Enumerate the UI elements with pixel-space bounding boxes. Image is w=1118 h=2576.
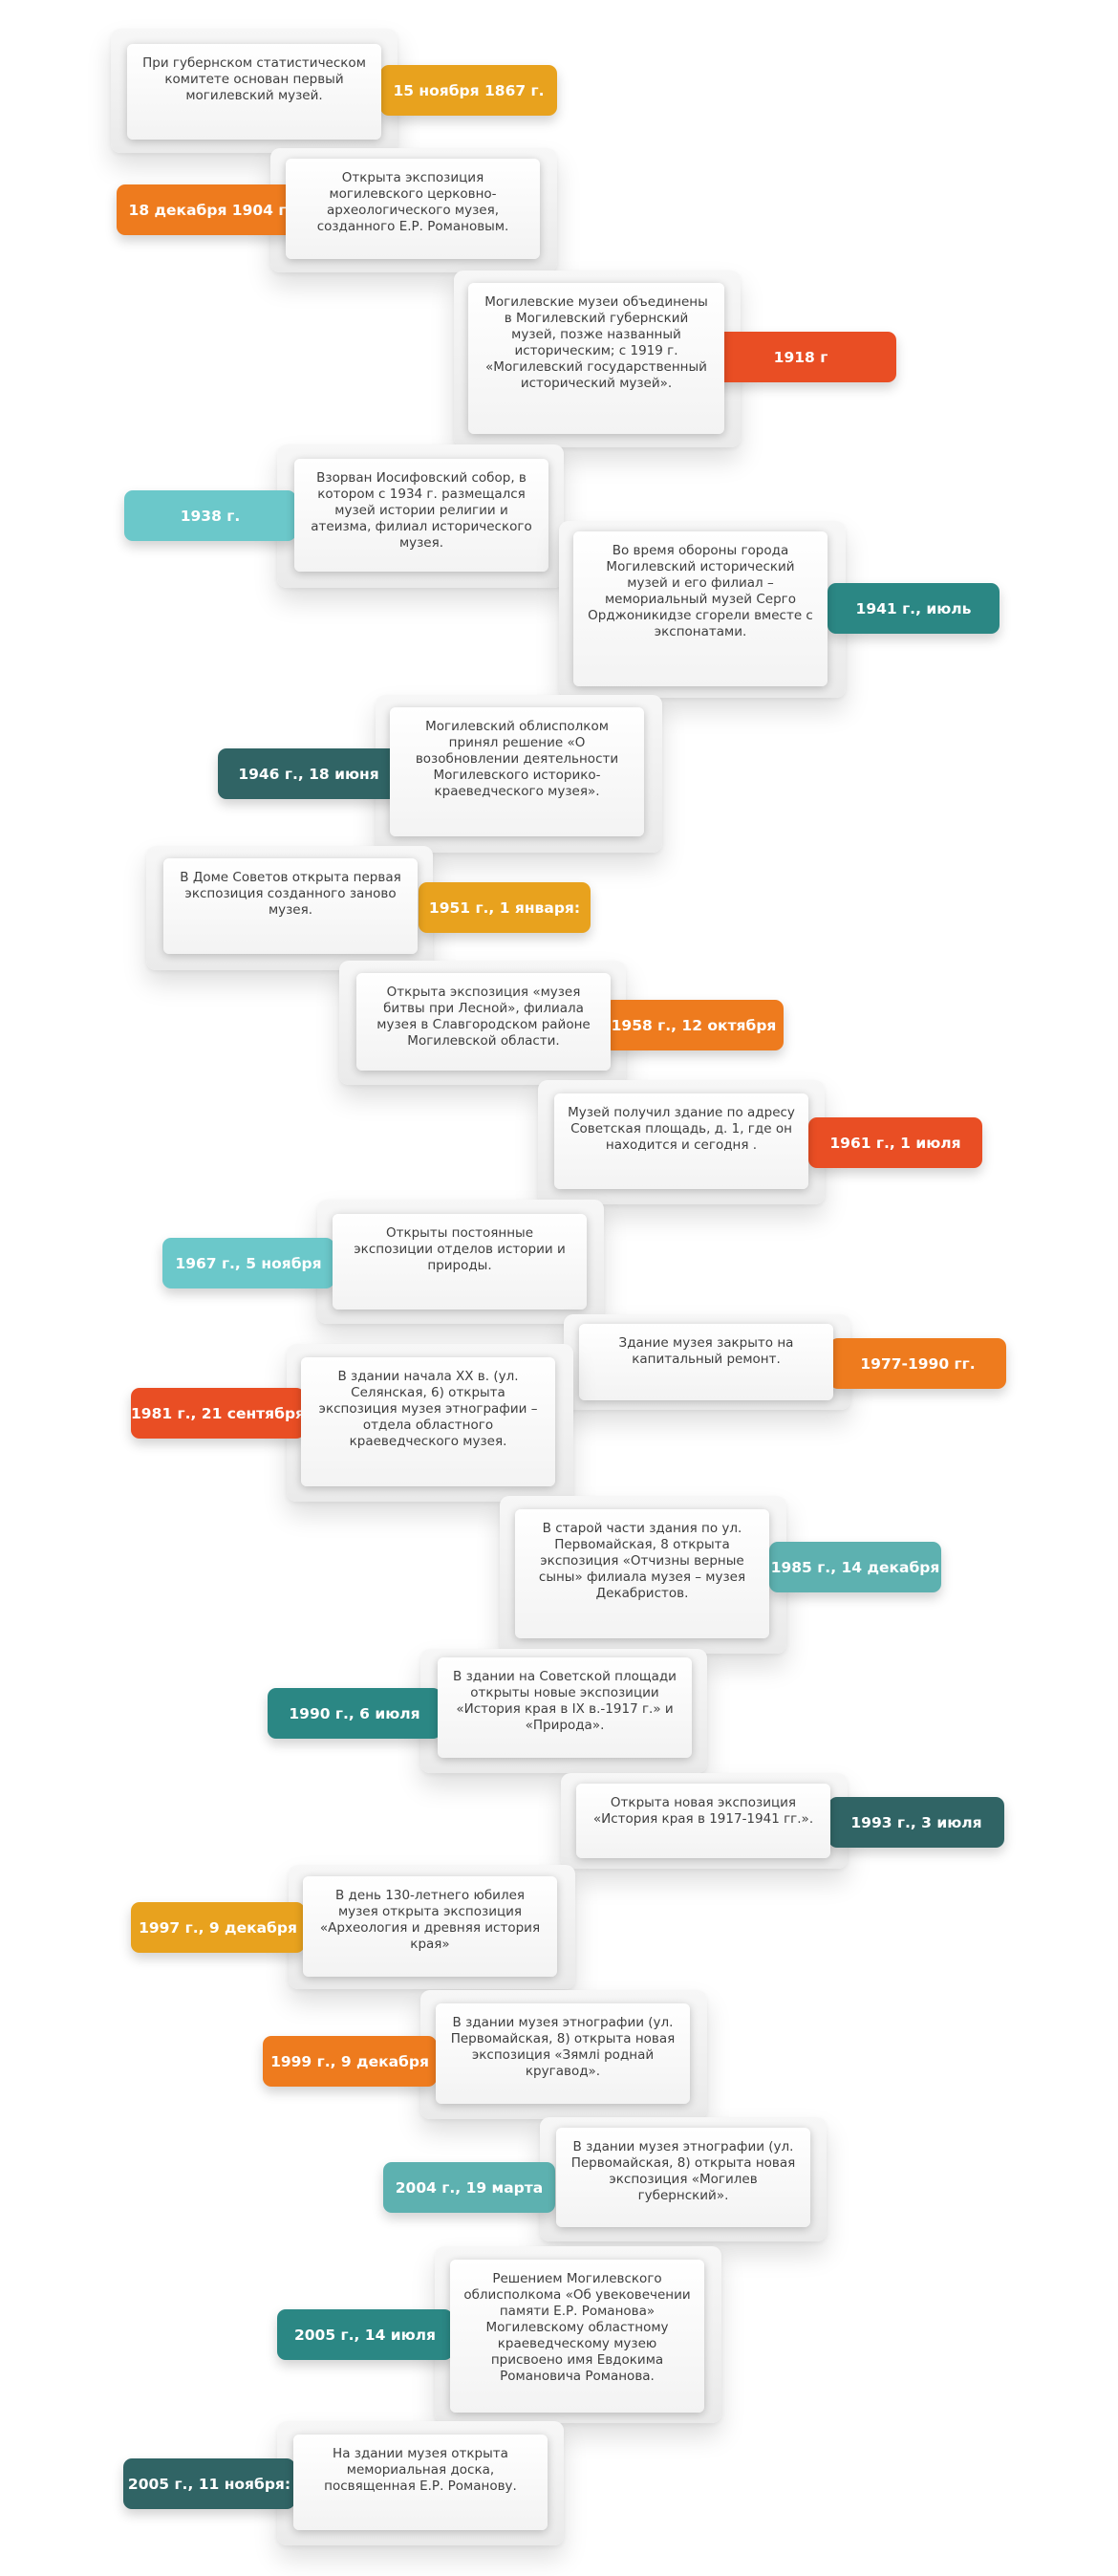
event-date-label: 1981 г., 21 сентября (131, 1388, 305, 1439)
event-date-label: 15 ноября 1867 г. (380, 65, 557, 116)
event-date-label: 1946 г., 18 июня (218, 748, 399, 799)
event-date-label: 1961 г., 1 июля (808, 1117, 982, 1168)
event-date-label: 1990 г., 6 июля (268, 1688, 441, 1739)
event-description: В здании музея этнографии (ул. Первомайс… (556, 2128, 810, 2227)
event-date-label: 1999 г., 9 декабря (263, 2036, 437, 2087)
event-description: В здании на Советской площади открыты но… (438, 1657, 692, 1758)
event-date-label: 1997 г., 9 декабря (131, 1902, 305, 1953)
event-date-label: 1993 г., 3 июля (828, 1797, 1004, 1848)
event-date-label: 1985 г., 14 декабря (769, 1542, 941, 1592)
event-date-label: 1977-1990 гг. (829, 1338, 1006, 1389)
event-description: Взорван Иосифовский собор, в котором с 1… (294, 459, 548, 572)
event-description: На здании музея открыта мемориальная дос… (293, 2435, 548, 2530)
event-date-label: 18 декабря 1904 г (117, 184, 298, 235)
event-date-label: 1918 г (705, 332, 896, 382)
event-date-label: 2005 г., 14 июля (277, 2309, 453, 2360)
event-description: В здании музея этнографии (ул. Первомайс… (436, 2003, 690, 2104)
event-description: Могилевские музеи объединены в Могилевск… (468, 283, 724, 434)
event-description: Здание музея закрыто на капитальный ремо… (579, 1324, 833, 1400)
event-description: Могилевский облисполком принял решение «… (390, 707, 644, 836)
event-description: Открыта экспозиция «музея битвы при Лесн… (356, 973, 611, 1071)
event-date-label: 2004 г., 19 марта (383, 2162, 555, 2213)
event-description: Открыта новая экспозиция «История края в… (576, 1784, 830, 1858)
event-description: Музей получил здание по адресу Советская… (554, 1093, 808, 1189)
event-description: В здании начала ХХ в. (ул. Селянская, 6)… (301, 1357, 555, 1486)
event-description: Решением Могилевского облисполкома «Об у… (450, 2260, 704, 2413)
event-date-label: 1941 г., июль (828, 583, 1000, 634)
event-date-label: 2005 г., 11 ноября: (123, 2458, 295, 2509)
event-date-label: 1967 г., 5 ноября (162, 1238, 334, 1288)
event-description: Во время обороны города Могилевский исто… (573, 531, 828, 686)
event-description: В старой части здания по ул. Первомайска… (515, 1509, 769, 1638)
event-description: В день 130-летнего юбилея музея открыта … (303, 1876, 557, 1977)
event-description: Открыта экспозиция могилевского церковно… (286, 159, 540, 259)
event-description: Открыты постоянные экспозиции отделов ис… (333, 1214, 587, 1310)
event-date-label: 1938 г. (124, 490, 296, 541)
event-description: При губернском статистическом комитете о… (127, 44, 381, 140)
event-date-label: 1951 г., 1 января: (419, 882, 591, 933)
event-date-label: 1958 г., 12 октября (604, 1000, 784, 1050)
event-description: В Доме Советов открыта первая экспозиция… (163, 858, 418, 954)
